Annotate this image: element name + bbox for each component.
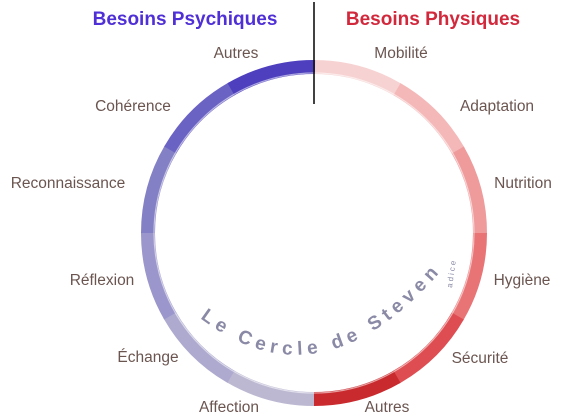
ring-segment-12 bbox=[227, 60, 316, 96]
ring-segment-5 bbox=[392, 312, 464, 384]
segment-label-11: Cohérence bbox=[95, 98, 171, 115]
segment-label-2: Adaptation bbox=[460, 98, 534, 115]
needs-ring bbox=[141, 60, 487, 406]
segment-label-10: Reconnaissance bbox=[11, 175, 126, 192]
segment-label-7: Affection bbox=[199, 399, 259, 416]
signature-mark: adice bbox=[445, 258, 458, 288]
ring-segment-3 bbox=[451, 146, 487, 235]
ring-segment-11 bbox=[164, 82, 236, 154]
segment-label-12: Autres bbox=[214, 45, 259, 62]
ring-segment-8 bbox=[163, 311, 235, 383]
ring-segment-9 bbox=[141, 231, 177, 320]
segment-label-6: Autres bbox=[365, 399, 410, 416]
segment-label-8: Échange bbox=[117, 349, 178, 366]
segment-label-4: Hygiène bbox=[494, 272, 551, 289]
ring-segment-4 bbox=[451, 233, 487, 321]
ring-segment-2 bbox=[393, 83, 465, 155]
segment-labels: MobilitéAdaptationNutritionHygièneSécuri… bbox=[11, 45, 552, 416]
segment-label-5: Sécurité bbox=[452, 350, 509, 367]
segment-label-3: Nutrition bbox=[494, 175, 552, 192]
heading-psychological-needs: Besoins Psychiques bbox=[93, 9, 278, 30]
ring-segment-10 bbox=[141, 145, 177, 233]
segment-label-1: Mobilité bbox=[374, 45, 427, 62]
heading-physical-needs: Besoins Physiques bbox=[346, 9, 520, 30]
ring-segment-1 bbox=[314, 60, 402, 96]
segment-label-9: Réflexion bbox=[70, 272, 135, 289]
